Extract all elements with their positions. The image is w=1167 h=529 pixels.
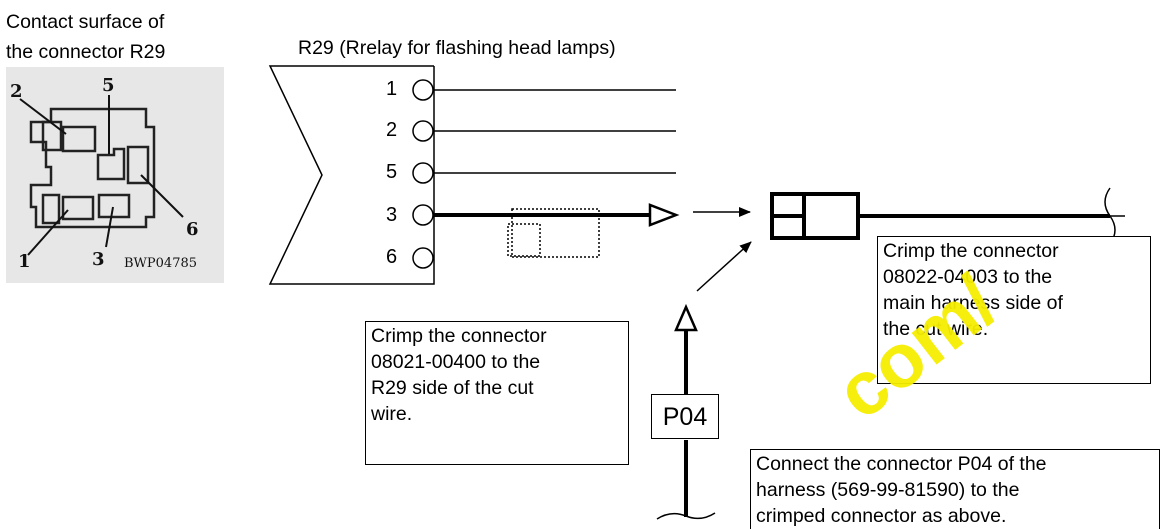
note-r29-side: Crimp the connector 08021-00400 to the R…	[365, 321, 629, 465]
note-r29-line: 08021-00400 to the	[371, 351, 541, 373]
pin-circle-2	[412, 120, 434, 142]
connector-p04-triangle	[674, 303, 698, 332]
connector-face-drawing: 2 5 6 1 3 BWP04785	[10, 75, 199, 272]
pin-label-6: 6	[386, 246, 398, 268]
note-main-harness-side: Crimp the connector 08022-04003 to the m…	[877, 236, 1151, 384]
dotted-box-large	[511, 208, 600, 258]
note-connect-line: harness (569-99-81590) to the	[756, 479, 1020, 501]
photo-pin-label-1: 1	[18, 251, 31, 272]
note-main-line: Crimp the connector	[883, 240, 1059, 262]
note-r29-line: R29 side of the cut	[371, 377, 534, 399]
note-main-line: the cut wire.	[883, 318, 989, 340]
pin-circle-6	[412, 247, 434, 269]
photo-pin-label-6: 6	[186, 219, 199, 240]
pin-label-1: 1	[386, 78, 398, 100]
connector-face-photo: 2 5 6 1 3 BWP04785	[6, 67, 224, 283]
pin-circle-1	[412, 79, 434, 101]
contact-surface-label-line1: Contact surface of	[6, 11, 165, 33]
note-connect-line: Connect the connector P04 of the	[756, 453, 1047, 475]
relay-connector-housing	[268, 65, 435, 285]
relay-title: R29 (Rrelay for flashing head lamps)	[298, 37, 616, 59]
connector-08021-triangle	[648, 203, 680, 227]
contact-surface-label-line2: the connector R29	[6, 41, 166, 63]
note-connect-p04: Connect the connector P04 of the harness…	[750, 449, 1160, 529]
note-r29-line: wire.	[371, 403, 413, 425]
arrow-diagonal	[696, 241, 752, 292]
pin-label-2: 2	[386, 119, 398, 141]
note-main-line: 08022-04003 to the	[883, 266, 1053, 288]
note-connect-line: crimped connector as above.	[756, 505, 1007, 527]
photo-pin-label-5: 5	[102, 75, 115, 96]
note-main-line: main harness side of	[883, 292, 1063, 314]
pin-label-3: 3	[386, 204, 398, 226]
photo-pin-label-2: 2	[10, 81, 23, 102]
pin-label-5: 5	[386, 161, 398, 183]
photo-pin-label-3: 3	[92, 249, 105, 270]
pin-circle-3	[412, 204, 434, 226]
photo-code: BWP04785	[124, 256, 197, 271]
pin-circle-5	[412, 162, 434, 184]
wire-break-bottom	[656, 512, 716, 520]
p04-label: P04	[651, 394, 719, 439]
note-r29-line: Crimp the connector	[371, 325, 547, 347]
dotted-box-small	[507, 223, 541, 257]
